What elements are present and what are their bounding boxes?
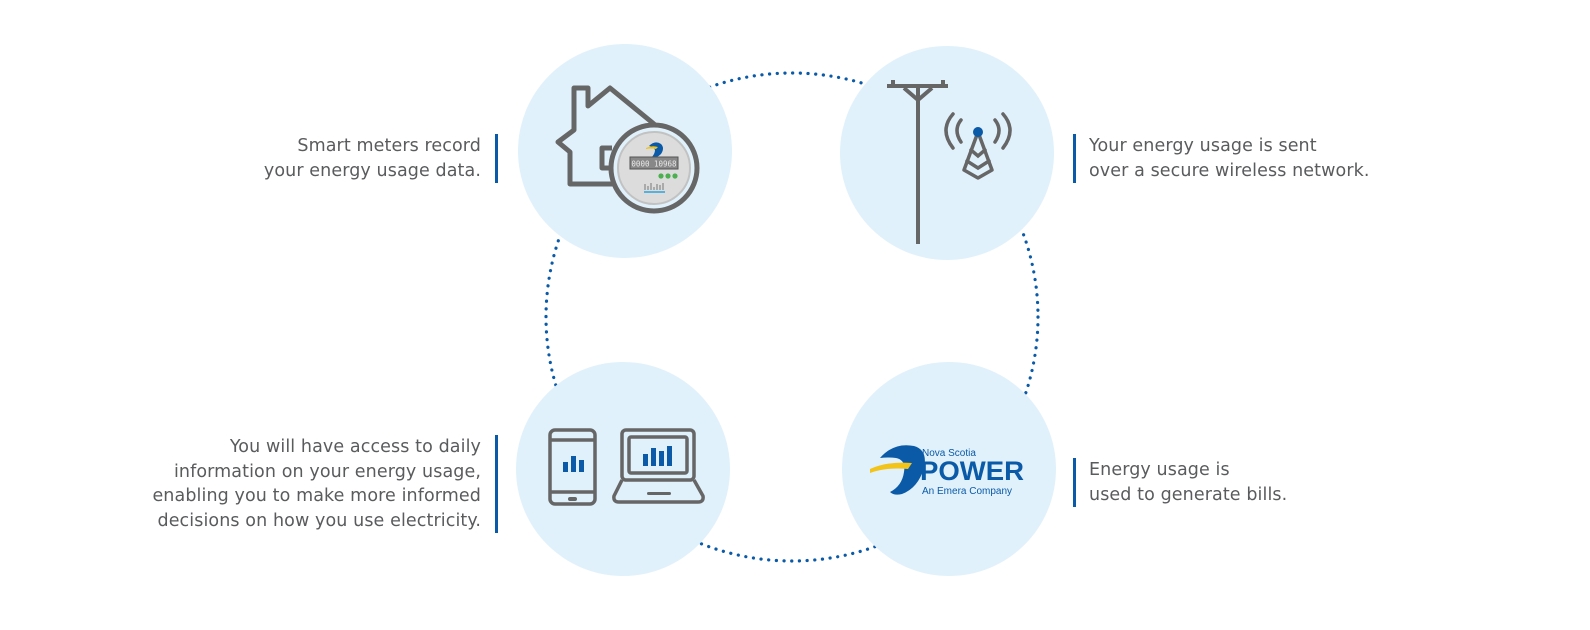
caption-line: your energy usage data. [263,160,481,181]
caption-smart-meter: Smart meters record your energy usage da… [264,134,498,183]
caption-line: Smart meters record [297,136,481,156]
nova-scotia-power-logo: Nova Scotia POWER An Emera Company [870,445,1024,497]
caption-line: decisions on how you use electricity. [157,510,481,531]
node-wireless-network [840,46,1054,260]
node-smart-meter: 0000 10968 [518,44,732,258]
caption-line: You will have access to daily [229,437,481,457]
meter-display-reading: 0000 10968 [631,160,677,169]
logo-main-text: POWER [920,456,1024,486]
caption-line: information on your energy usage, [173,461,481,482]
logo-tagline: An Emera Company [922,486,1012,497]
node-billing: Nova Scotia POWER An Emera Company [842,362,1056,576]
caption-line: over a secure wireless network. [1089,160,1370,181]
node-access [516,362,730,576]
caption-access: You will have access to daily informatio… [152,435,498,533]
caption-wireless-network: Your energy usage is sent over a secure … [1073,134,1370,183]
caption-line: Your energy usage is sent [1089,136,1317,156]
utility-pole-and-wireless-tower-icon [887,80,1012,244]
house-with-smart-meter-icon: 0000 10968 [555,85,700,214]
caption-line: Energy usage is [1089,460,1230,480]
caption-billing: Energy usage is used to generate bills. [1073,458,1287,507]
phone-and-laptop-chart-icon [548,428,705,506]
caption-line: used to generate bills. [1089,484,1288,505]
caption-line: enabling you to make more informed [152,486,481,506]
logo-top-text: Nova Scotia [922,448,976,459]
